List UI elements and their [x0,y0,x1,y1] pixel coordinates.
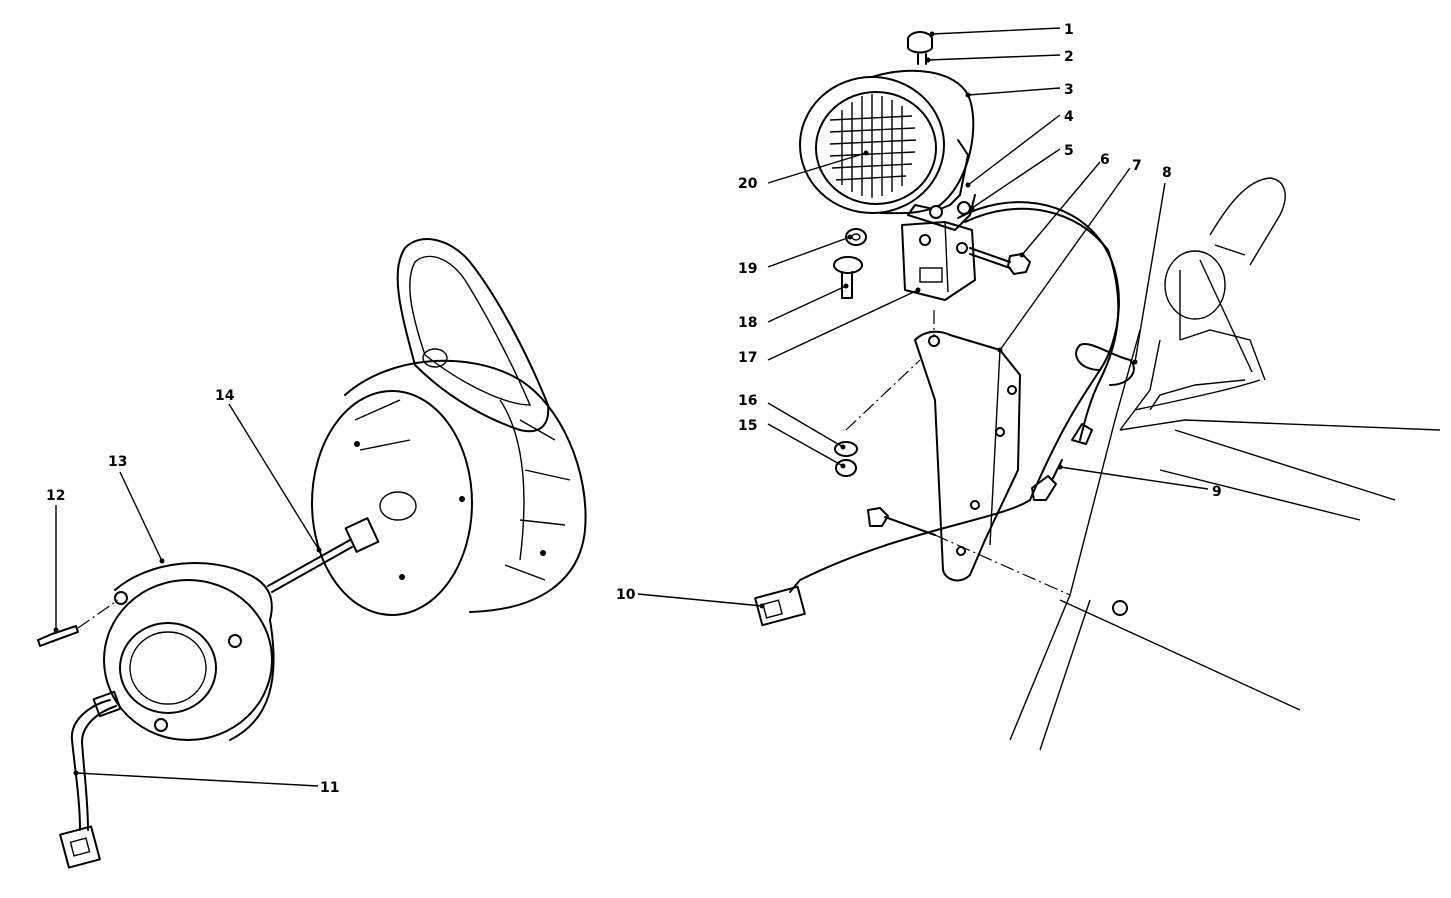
callout-3: 3 [1064,82,1074,98]
callout-1: 1 [1064,22,1074,38]
callout-16: 16 [738,393,757,409]
handlebar-phantom [1009,177,1441,751]
chute-housing [267,238,587,616]
callout-18: 18 [738,315,757,331]
callout-6: 6 [1100,152,1110,168]
callout-19: 19 [738,261,757,277]
callout-13: 13 [108,454,127,470]
callout-11: 11 [320,780,339,796]
callout-14: 14 [215,388,235,404]
callout-15: 15 [738,418,757,434]
callout-8: 8 [1162,165,1172,181]
lamp-assembly [754,31,1135,627]
callout-20: 20 [738,176,758,192]
callout-7: 7 [1132,158,1142,174]
leader-lines [53,27,1209,787]
callout-10: 10 [616,587,636,603]
callout-5: 5 [1064,143,1074,159]
callout-12: 12 [46,488,65,504]
callout-17: 17 [738,350,757,366]
callout-labels: 1 2 3 4 5 6 7 8 9 10 11 12 13 14 15 16 1… [46,22,1222,796]
callout-9: 9 [1212,484,1222,500]
callout-2: 2 [1064,49,1074,65]
callout-4: 4 [1064,109,1074,125]
motor-cap [37,562,275,869]
